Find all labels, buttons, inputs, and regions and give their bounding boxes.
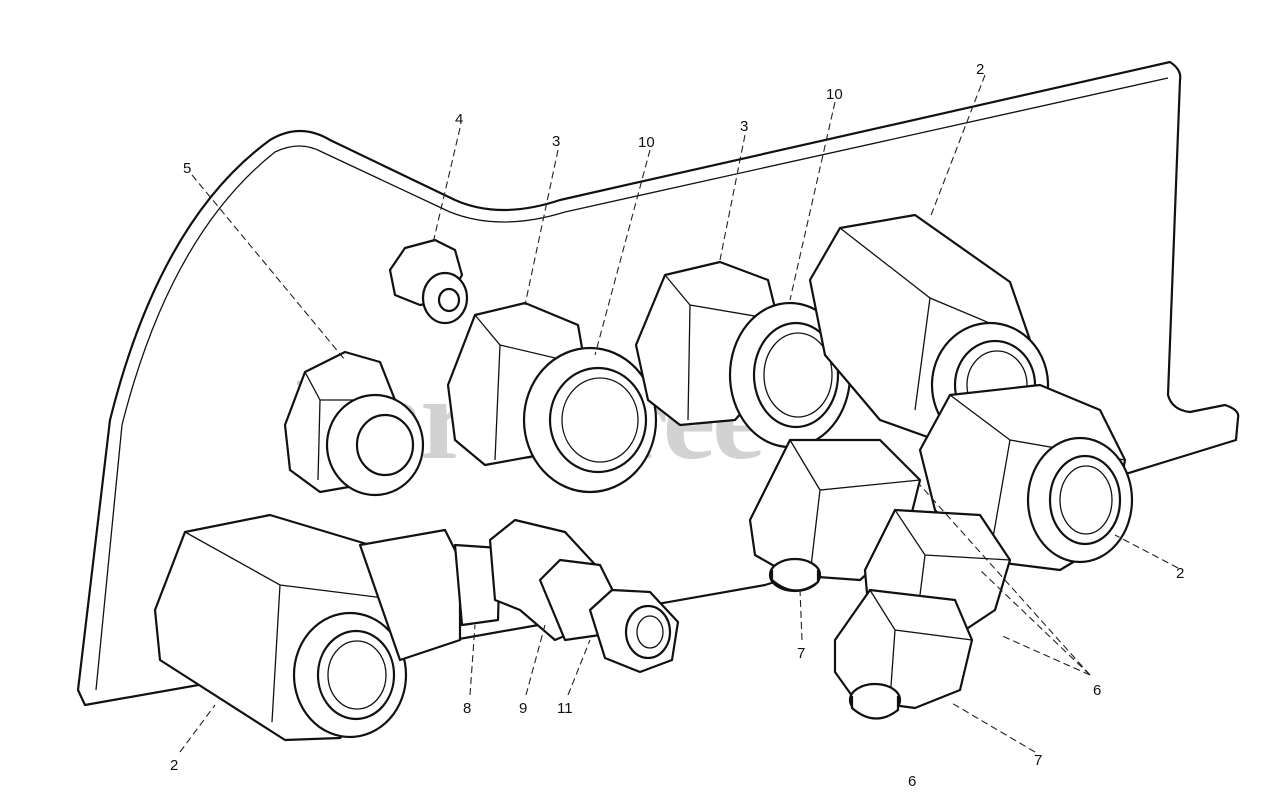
callout-3: 3 bbox=[552, 133, 560, 150]
plug-part-5 bbox=[283, 350, 425, 497]
callout-8: 8 bbox=[463, 700, 471, 717]
callout-2: 2 bbox=[1176, 565, 1184, 582]
callout-4: 4 bbox=[455, 111, 463, 128]
callout-2: 2 bbox=[170, 757, 178, 774]
mounting-plate bbox=[76, 60, 1240, 707]
callout-7: 7 bbox=[797, 645, 805, 662]
callout-3: 3 bbox=[740, 118, 748, 135]
callout-10: 10 bbox=[638, 134, 655, 151]
callout-6: 6 bbox=[908, 773, 916, 790]
callout-5: 5 bbox=[183, 160, 191, 177]
tube-part-8 bbox=[358, 528, 502, 662]
callout-6: 6 bbox=[1093, 682, 1101, 699]
callout-labels: 2 2 2 3 3 4 5 6 6 7 7 8 9 10 10 11 bbox=[170, 61, 1184, 790]
nut-part-11 bbox=[588, 588, 680, 674]
nut-part-6-right bbox=[833, 508, 1012, 720]
leader-lines bbox=[179, 74, 1179, 753]
nut-part-2-lower bbox=[153, 513, 408, 742]
fitting-part-3-center bbox=[634, 260, 852, 449]
callout-2: 2 bbox=[976, 61, 984, 78]
fitting-part-3-left bbox=[446, 301, 658, 494]
callout-7: 7 bbox=[1034, 752, 1042, 769]
fitting-part-4 bbox=[388, 238, 469, 325]
callout-9: 9 bbox=[519, 700, 527, 717]
callout-10: 10 bbox=[826, 86, 843, 103]
callout-11: 11 bbox=[557, 700, 573, 717]
